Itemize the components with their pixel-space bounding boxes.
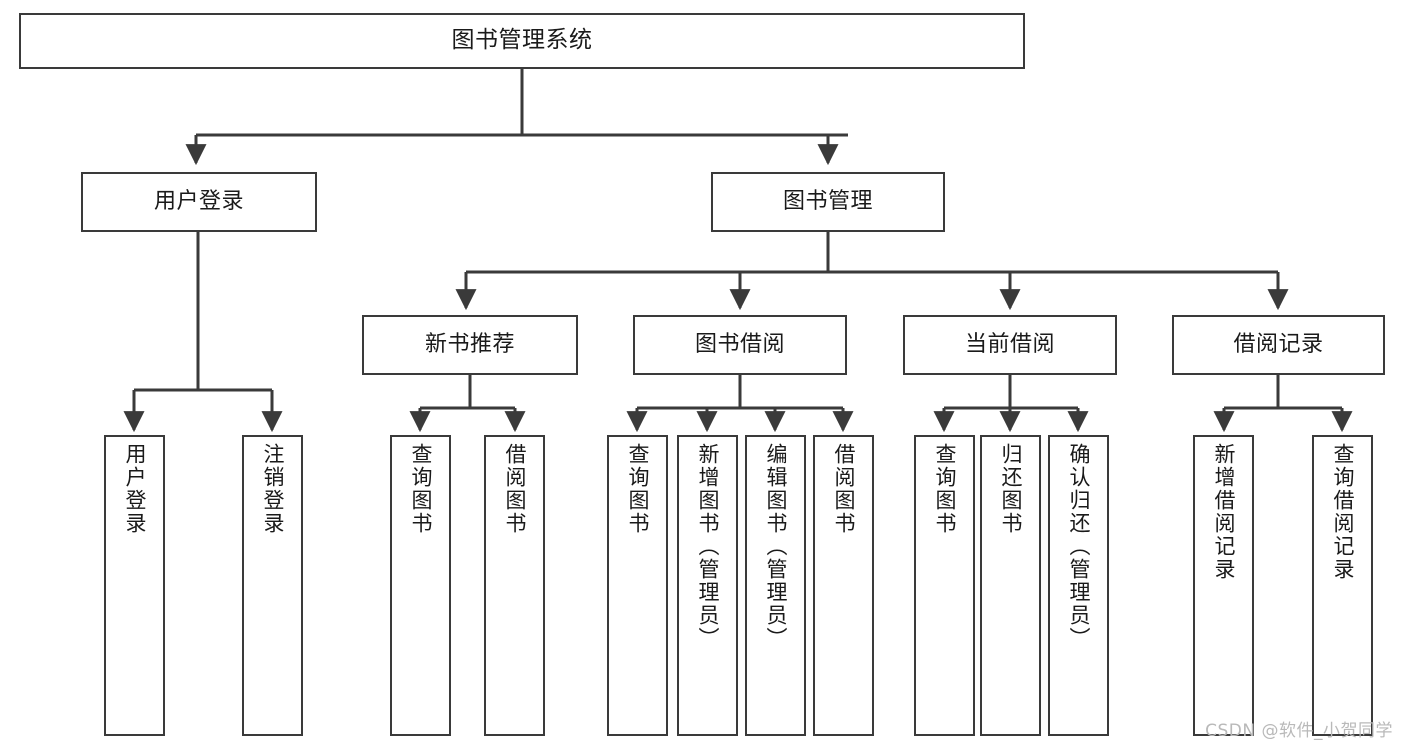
node-label: 查询图书: [626, 443, 650, 535]
leaf-logout[interactable]: 注销登录: [242, 435, 303, 736]
node-label: 新增借阅记录: [1212, 443, 1236, 581]
node-borrow-records[interactable]: 借阅记录: [1172, 315, 1385, 375]
node-current-borrow[interactable]: 当前借阅: [903, 315, 1117, 375]
node-label: 查询借阅记录: [1331, 443, 1355, 581]
leaf-edit-book-admin[interactable]: 编辑图书（管理员）: [745, 435, 806, 736]
node-label: 查询图书: [409, 443, 433, 535]
node-label: 借阅图书: [832, 443, 856, 535]
node-label: 借阅图书: [503, 443, 527, 535]
node-label: 查询图书: [933, 443, 957, 535]
leaf-return-book[interactable]: 归还图书: [980, 435, 1041, 736]
node-book-borrow[interactable]: 图书借阅: [633, 315, 847, 375]
leaf-borrow-book[interactable]: 借阅图书: [813, 435, 874, 736]
node-label: 新书推荐: [424, 332, 515, 358]
node-label: 图书借阅: [694, 332, 785, 358]
leaf-query-book-current[interactable]: 查询图书: [914, 435, 975, 736]
leaf-add-book-admin[interactable]: 新增图书（管理员）: [677, 435, 738, 736]
node-label: 编辑图书（管理员）: [764, 443, 788, 650]
node-label: 借阅记录: [1233, 332, 1324, 358]
node-label: 用户登录: [153, 189, 244, 215]
node-user-login[interactable]: 用户登录: [81, 172, 317, 232]
leaf-query-book-borrow[interactable]: 查询图书: [607, 435, 668, 736]
leaf-borrow-book-recommend[interactable]: 借阅图书: [484, 435, 545, 736]
node-book-management[interactable]: 图书管理: [711, 172, 945, 232]
watermark: CSDN @软件_小贺同学: [1205, 721, 1393, 741]
node-label: 新增图书（管理员）: [696, 443, 720, 650]
leaf-confirm-return-admin[interactable]: 确认归还（管理员）: [1048, 435, 1109, 736]
node-label: 确认归还（管理员）: [1067, 443, 1091, 650]
node-label: 图书管理系统: [451, 27, 593, 54]
node-label: 用户登录: [123, 443, 147, 535]
node-label: 图书管理: [782, 189, 873, 215]
node-label: 注销登录: [261, 443, 285, 535]
node-root-system[interactable]: 图书管理系统: [19, 13, 1025, 69]
leaf-add-borrow-record[interactable]: 新增借阅记录: [1193, 435, 1254, 736]
node-label: 归还图书: [999, 443, 1023, 535]
node-label: 当前借阅: [964, 332, 1055, 358]
leaf-user-login[interactable]: 用户登录: [104, 435, 165, 736]
leaf-query-borrow-record[interactable]: 查询借阅记录: [1312, 435, 1373, 736]
leaf-query-book-recommend[interactable]: 查询图书: [390, 435, 451, 736]
node-new-book-recommend[interactable]: 新书推荐: [362, 315, 578, 375]
